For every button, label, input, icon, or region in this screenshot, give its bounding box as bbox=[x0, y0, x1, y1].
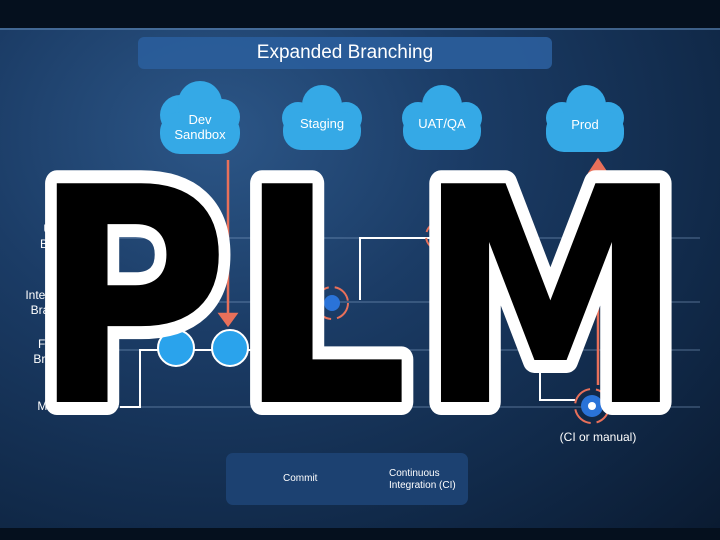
cloud-icon bbox=[402, 85, 482, 150]
deploy-note: (CI or manual) bbox=[559, 430, 637, 444]
main-flow-line bbox=[539, 350, 575, 401]
top-bar bbox=[0, 0, 720, 28]
arrow-up-icon bbox=[587, 157, 609, 174]
cloud-icon bbox=[160, 81, 240, 154]
gear-icon bbox=[315, 286, 349, 320]
legend-commit-label: Commit bbox=[283, 473, 318, 484]
env-label-staging: Staging bbox=[299, 116, 345, 131]
diagram-title: Expanded Branching bbox=[256, 42, 434, 63]
top-divider bbox=[0, 28, 720, 30]
gear-icon bbox=[425, 221, 455, 251]
env-label-prod: Prod bbox=[571, 117, 599, 132]
env-label-uat-qa: UAT/QA bbox=[418, 116, 466, 131]
arrow-down-icon bbox=[217, 312, 239, 328]
bottom-bar bbox=[0, 528, 720, 540]
gear-icon bbox=[574, 388, 610, 424]
row-label-integration-branch: Integr Bran bbox=[25, 288, 56, 317]
legend-ci-label-line2: Integration (CI) bbox=[389, 480, 456, 491]
title-banner bbox=[138, 37, 552, 69]
cloud-icon bbox=[546, 85, 624, 152]
plm-overlay-text: PLM bbox=[32, 124, 692, 473]
row-label-feature-branch: Fe Bra bbox=[33, 337, 52, 366]
legend-ci-label-line1: Continuous bbox=[389, 468, 440, 479]
legend bbox=[226, 453, 468, 505]
commit-circle-icon bbox=[157, 329, 195, 367]
row-label-uat-branch: U Br bbox=[40, 222, 52, 251]
env-label-dev-sandbox: Dev Sandbox bbox=[174, 112, 226, 142]
row-label-main: Ma bbox=[37, 399, 54, 413]
cloud-icon bbox=[282, 85, 362, 150]
commit-circle-icon bbox=[211, 329, 249, 367]
integration-flow-line bbox=[359, 237, 430, 300]
